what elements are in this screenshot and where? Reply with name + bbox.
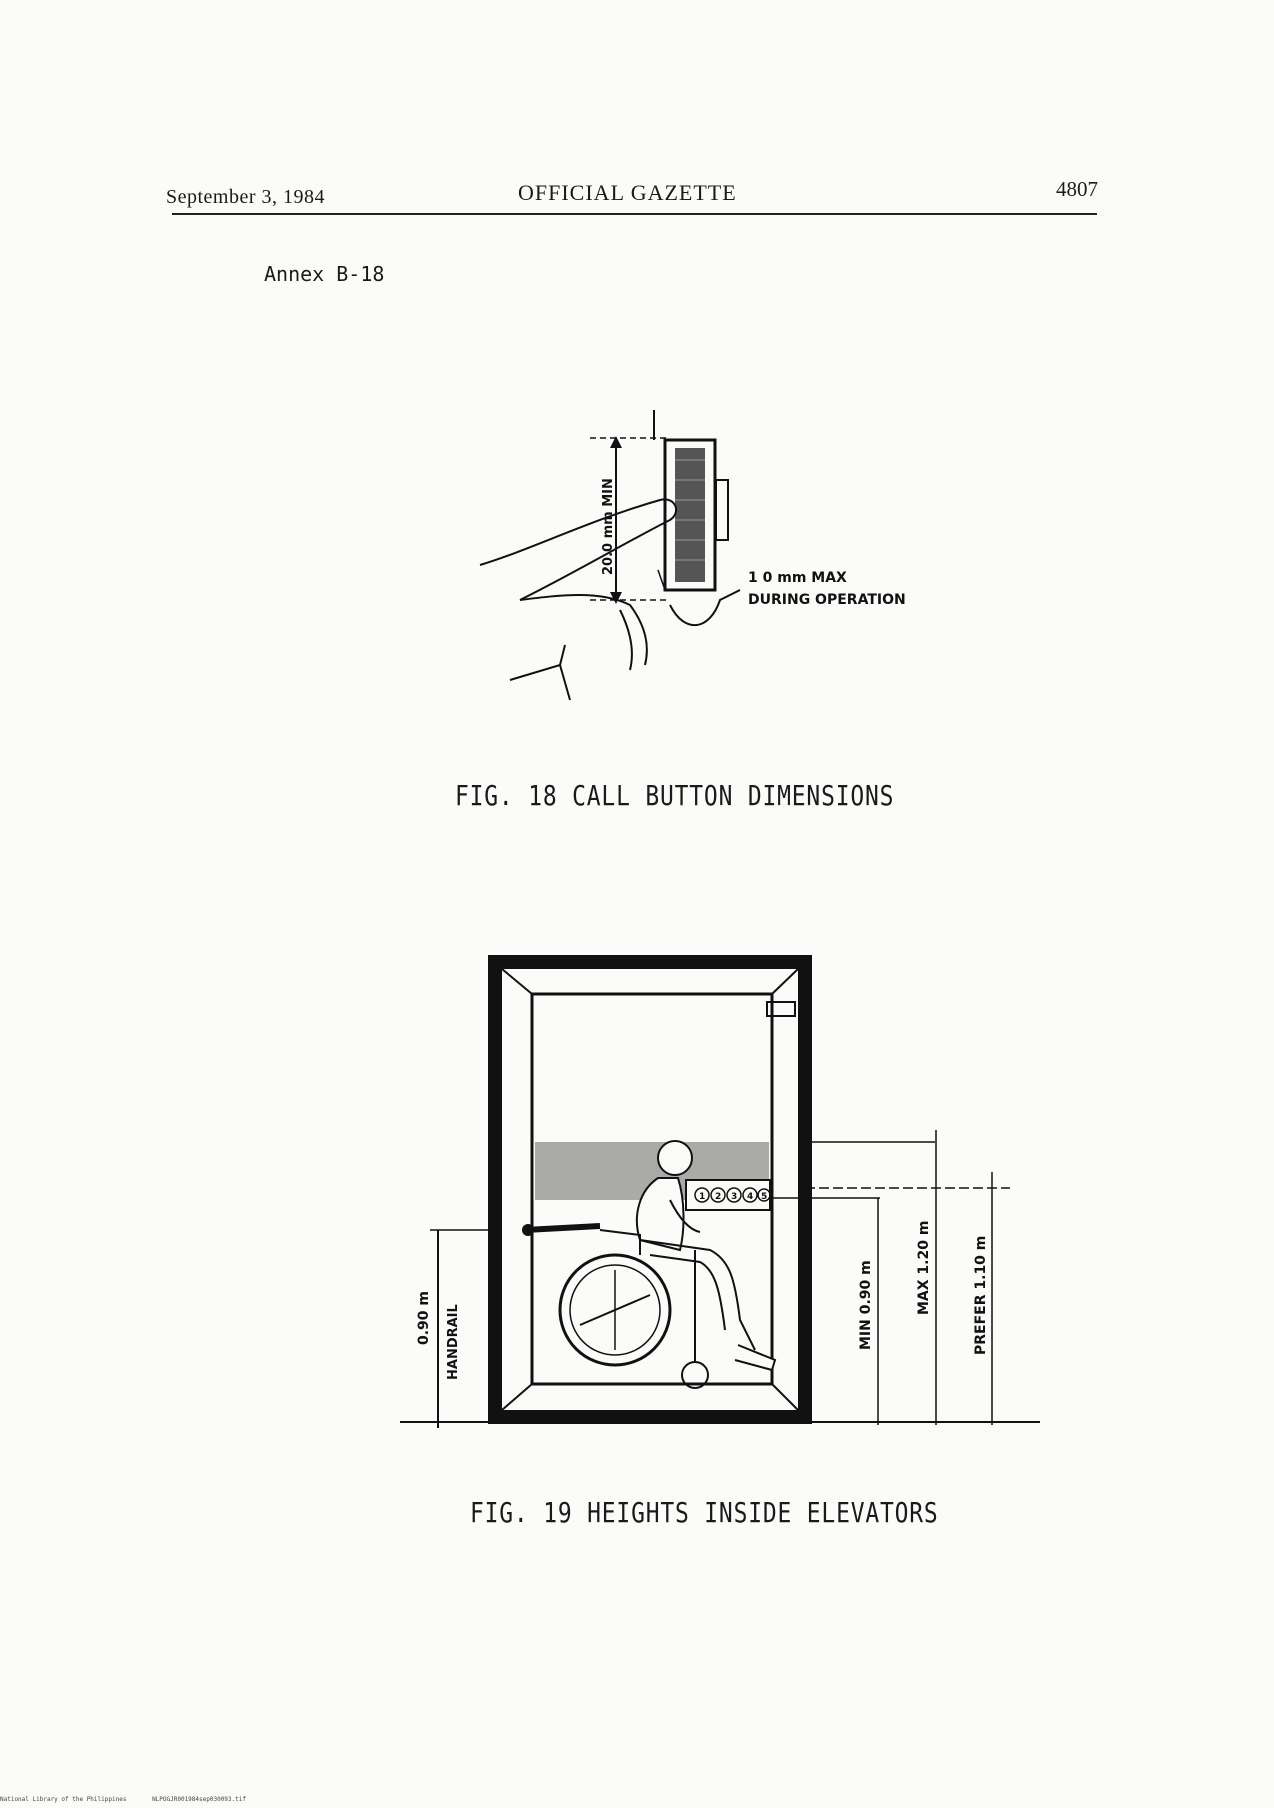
footer-library: National Library of the Philippines [0,1796,127,1803]
annex-label: Annex B-18 [264,262,385,286]
fig18-min-label: 20.0 mm MIN [601,478,616,575]
panel-button-1: 1 [699,1192,705,1202]
panel-button-2: 2 [715,1192,721,1202]
page-number: 4807 [1056,177,1098,201]
fig18-max-label-line1: 1 0 mm MAX [748,570,847,586]
panel-button-4: 4 [747,1192,753,1202]
panel-button-5: 5 [761,1192,767,1202]
fig19-min-label: MIN 0.90 m [858,1260,874,1350]
header-publication: OFFICIAL GAZETTE [518,180,737,205]
footer-file: NLPOGJR001984sep030093.tif [152,1796,246,1803]
figure-18-illustration: 20.0 mm MIN 1 0 mm MAX DURING OPERATION [479,410,906,701]
header-rule [172,213,1097,215]
figure-18-caption: FIG. 18 CALL BUTTON DIMENSIONS [455,779,895,812]
figure-19-caption: FIG. 19 HEIGHTS INSIDE ELEVATORS [470,1496,939,1529]
fig19-max-label: MAX 1.20 m [916,1221,932,1315]
fig19-handrail-height-label: 0.90 m [416,1291,432,1345]
footer: National Library of the Philippines NLPO… [0,1796,268,1803]
panel-button-3: 3 [731,1192,737,1202]
fig19-prefer-label: PREFER 1.10 m [973,1236,989,1355]
fig18-max-label-line2: DURING OPERATION [748,592,906,608]
fig19-handrail-label: HANDRAIL [446,1304,461,1380]
header-date: September 3, 1984 [166,186,326,208]
figure-19-illustration: 0.90 m HANDRAIL MIN 0.90 m MAX 1.20 m PR… [400,955,1040,1428]
